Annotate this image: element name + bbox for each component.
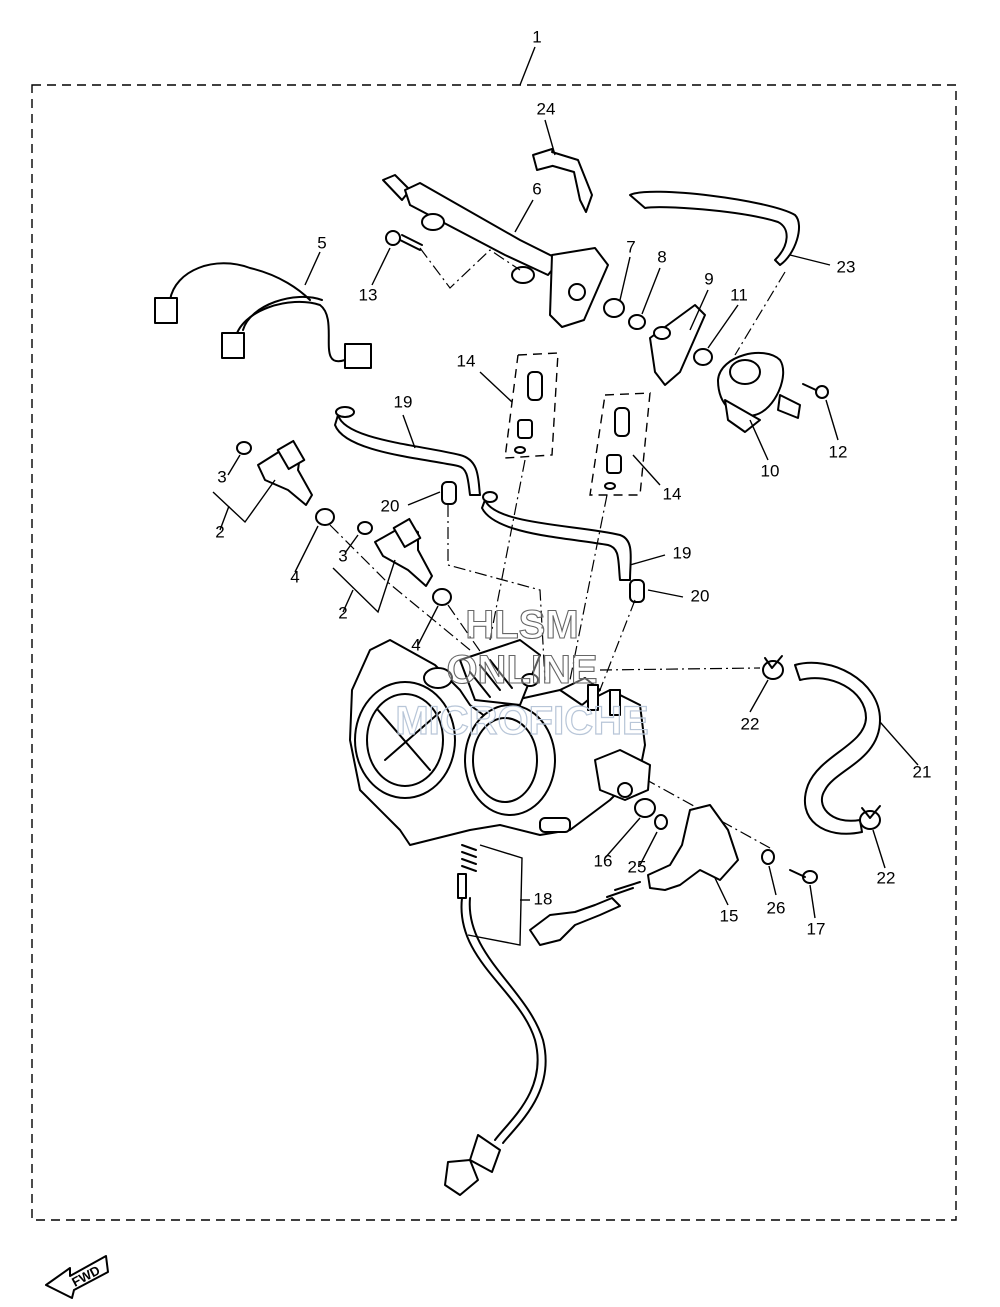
callout-25: 25	[628, 857, 647, 876]
part-3-oring-lower	[357, 521, 373, 535]
svg-text:MICROFICHE: MICROFICHE	[395, 699, 648, 743]
part-6-fuel-rail	[382, 174, 609, 328]
fwd-direction-badge: FWD	[45, 1255, 109, 1299]
part-13-screw	[385, 230, 423, 251]
callout-17: 17	[807, 919, 826, 938]
watermark: HLSM ONLINE MICROFICHE	[395, 602, 650, 743]
part-21-hose	[794, 661, 881, 835]
callout-19a: 19	[394, 392, 413, 411]
callout-1: 1	[532, 27, 541, 46]
callout-2b: 2	[338, 603, 347, 622]
assembly-boundary	[31, 84, 957, 1221]
part-2-injector-lower	[374, 517, 433, 587]
callout-10: 10	[761, 461, 780, 480]
callout-2a: 2	[215, 522, 224, 541]
callout-23: 23	[837, 257, 856, 276]
part-7-cap	[603, 298, 625, 318]
part-4-seal-lower	[432, 588, 452, 606]
part-24-bracket	[532, 148, 593, 213]
part-19-hose-upper	[334, 406, 481, 496]
callout-6: 6	[532, 179, 541, 198]
part-26-washer	[761, 849, 775, 865]
callout-21: 21	[913, 762, 932, 781]
part-22-clamp-lower	[859, 805, 881, 830]
callout-5: 5	[317, 233, 326, 252]
part-2-injector-upper	[257, 439, 313, 506]
callout-26: 26	[767, 898, 786, 917]
part-10-pressure-regulator	[717, 351, 801, 433]
svg-text:ONLINE: ONLINE	[446, 648, 597, 692]
part-5-wire-harness	[154, 262, 372, 369]
part-23-hose	[629, 190, 800, 266]
callout-3b: 3	[338, 546, 347, 565]
part-20-stub-lower	[629, 579, 645, 603]
part-8-oring	[628, 314, 646, 330]
svg-text:FWD: FWD	[69, 1262, 102, 1289]
throttle-body	[349, 639, 651, 846]
part-3-oring-upper	[236, 441, 252, 455]
callout-22b: 22	[877, 868, 896, 887]
callout-20b: 20	[691, 586, 710, 605]
callout-18: 18	[534, 889, 553, 908]
part-14-valve-kit-upper	[504, 352, 559, 459]
callout-3a: 3	[217, 467, 226, 486]
callout-13: 13	[359, 285, 378, 304]
part-16-oring	[634, 798, 656, 818]
part-22-clamp-upper	[762, 655, 784, 680]
part-20-stub-upper	[441, 481, 457, 505]
callout-15: 15	[720, 906, 739, 925]
callout-7: 7	[626, 237, 635, 256]
part-18-spring-cable	[444, 844, 547, 1196]
part-15-sensor	[529, 804, 739, 946]
part-12-screw	[802, 383, 829, 399]
callout-19b: 19	[673, 543, 692, 562]
part-4-seal-upper	[315, 508, 335, 526]
callout-24: 24	[537, 99, 556, 118]
callout-4a: 4	[290, 567, 299, 586]
callout-14a: 14	[457, 351, 476, 370]
part-14-valve-kit-lower	[589, 392, 651, 496]
callout-8: 8	[657, 247, 666, 266]
part-19-hose-lower	[481, 491, 632, 581]
callout-16: 16	[594, 851, 613, 870]
callout-9: 9	[704, 269, 713, 288]
part-25-pin	[654, 814, 668, 830]
part-11-oring	[693, 348, 713, 366]
callout-14b: 14	[663, 484, 682, 503]
callout-12: 12	[829, 442, 848, 461]
svg-text:HLSM: HLSM	[465, 603, 578, 647]
callout-4b: 4	[411, 635, 420, 654]
callout-22a: 22	[741, 714, 760, 733]
callout-20a: 20	[381, 496, 400, 515]
callout-11: 11	[730, 285, 748, 304]
part-9-plate	[649, 304, 706, 386]
part-17-screw	[789, 869, 818, 884]
